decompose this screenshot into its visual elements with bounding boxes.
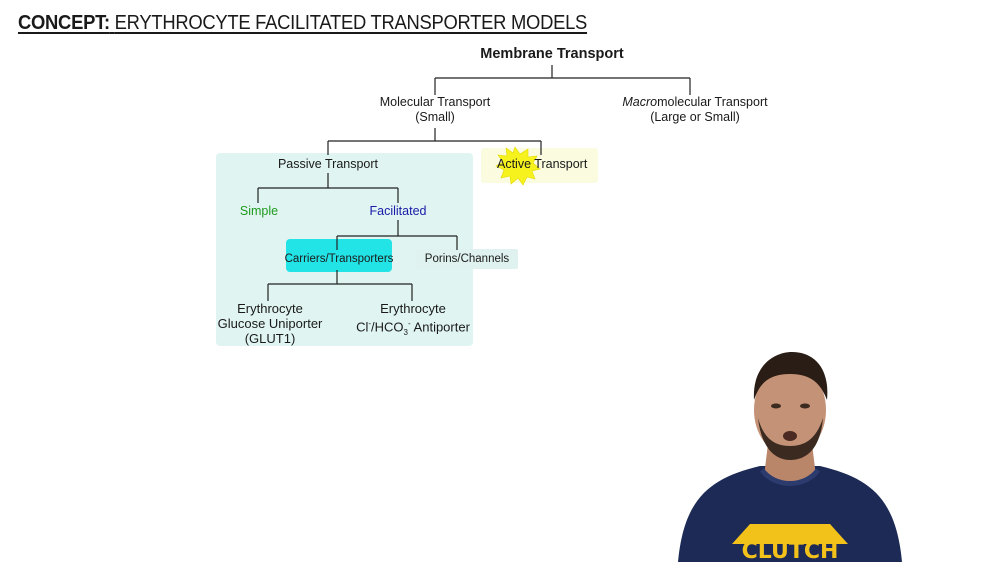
antiporter-hco: /HCO xyxy=(371,319,404,335)
node-carriers-transporters: Carriers/Transporters xyxy=(284,253,394,265)
antiporter-line1: Erythrocyte xyxy=(380,301,446,316)
node-porins-channels: Porins/Channels xyxy=(424,253,510,265)
molecular-line1: Molecular Transport xyxy=(379,95,491,109)
node-active-transport: Active Transport xyxy=(488,157,598,172)
macromolecular-line1: Macromolecular Transport xyxy=(605,95,785,110)
glut1-line2: Glucose Uniporter xyxy=(217,316,323,331)
shirt-logo-text: CLUTCH xyxy=(742,539,839,562)
node-chloride-bicarbonate-antiporter: Erythrocyte Cl-/HCO3- Antiporter xyxy=(346,301,480,340)
presenter-head xyxy=(754,364,826,456)
node-macromolecular-transport: Macromolecular Transport (Large or Small… xyxy=(605,95,785,125)
node-simple: Simple xyxy=(239,204,279,218)
active-highlight-word: Active xyxy=(497,157,532,171)
connector-root xyxy=(434,65,691,95)
antiporter-sup2: - xyxy=(407,319,411,328)
glut1-line3: (GLUT1) xyxy=(244,331,296,346)
presenter-beard xyxy=(758,418,823,460)
presenter-video: CLUTCH xyxy=(678,352,902,562)
carriers-highlight xyxy=(286,239,392,272)
active-rest: Transport xyxy=(531,157,588,171)
node-facilitated: Facilitated xyxy=(369,204,427,218)
connector-carriers xyxy=(267,270,413,301)
connector-facilitated xyxy=(336,220,458,250)
presenter-shirt xyxy=(678,466,902,562)
active-star-burst xyxy=(495,146,541,186)
connector-passive xyxy=(257,173,399,203)
presenter-hair xyxy=(753,352,828,400)
macro-italic: Macro xyxy=(622,95,658,109)
node-passive-transport: Passive Transport xyxy=(277,157,379,171)
title-keyword: CONCEPT: xyxy=(18,12,110,34)
molecular-line2: (Small) xyxy=(415,110,455,124)
antiporter-sub: 3 xyxy=(403,327,408,337)
node-glucose-uniporter: Erythrocyte Glucose Uniporter (GLUT1) xyxy=(206,301,334,346)
antiporter-cl: Cl xyxy=(356,319,369,335)
antiporter-rest: Antiporter xyxy=(410,319,470,335)
macromolecular-line2: (Large or Small) xyxy=(650,110,740,124)
antiporter-sup1: - xyxy=(368,319,372,328)
node-membrane-transport: Membrane Transport xyxy=(480,46,624,62)
antiporter-line2: Cl-/HCO3- Antiporter xyxy=(346,316,480,340)
page-title: CONCEPT: ERYTHROCYTE FACILITATED TRANSPO… xyxy=(18,12,587,35)
glut1-line1: Erythrocyte xyxy=(237,301,303,316)
macro-rest: molecular Transport xyxy=(657,95,768,109)
connector-molecular xyxy=(327,128,542,155)
title-text: ERYTHROCYTE FACILITATED TRANSPORTER MODE… xyxy=(114,12,588,34)
node-molecular-transport: Molecular Transport (Small) xyxy=(360,95,510,125)
shirt-logo-shape xyxy=(732,524,848,544)
porins-highlight xyxy=(416,249,518,269)
